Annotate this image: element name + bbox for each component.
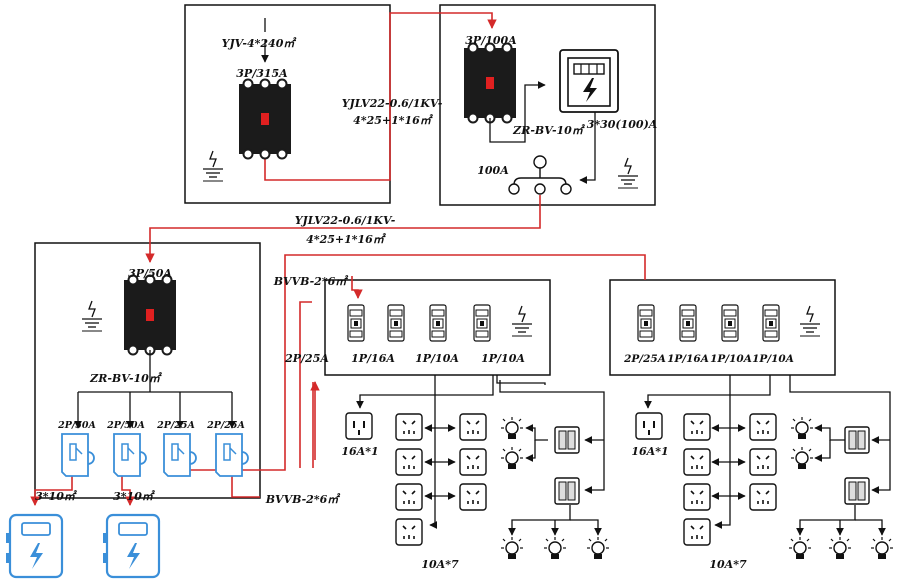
meter-box	[439, 4, 656, 206]
socket-16a-icon	[635, 412, 663, 440]
main-breaker-icon	[238, 78, 292, 160]
meter-feed	[489, 81, 546, 143]
box2-breaker-label: 2P/25A	[623, 353, 666, 365]
lamp-icon	[788, 536, 812, 560]
rcd-drops	[74, 392, 236, 429]
socket-icon	[683, 518, 711, 546]
lamp-icon	[790, 416, 814, 440]
feeder2-cable-line2: 4*25+1*16㎡	[306, 233, 387, 246]
box2-breaker-label: 1P/10A	[752, 353, 794, 365]
box1-breaker-label: 1P/16A	[351, 352, 395, 365]
box1-breaker-label: 1P/10A	[481, 352, 525, 365]
rcd-icon	[61, 433, 95, 477]
socket-icon	[683, 483, 711, 511]
lamp-icon	[500, 536, 524, 560]
rcd-label: 2P/50A	[106, 420, 145, 431]
cable-runs	[30, 12, 646, 506]
breaker-icon	[721, 304, 739, 342]
socket-icon	[749, 483, 777, 511]
breaker-icon	[637, 304, 655, 342]
sub-box-1	[324, 279, 551, 376]
socket-icon	[395, 518, 423, 546]
sub-cable-right: 3*10㎡	[113, 490, 156, 503]
socket-icon	[683, 448, 711, 476]
lamp-icon	[500, 416, 524, 440]
incoming-cable-label: YJV-4*240㎡	[222, 37, 298, 50]
lamp-icon	[586, 536, 610, 560]
box1-breaker-label: 1P/10A	[415, 352, 459, 365]
meter-icon	[559, 49, 619, 113]
socket-icon	[683, 413, 711, 441]
switch-icon	[554, 477, 580, 505]
feeder1-cable-line1: YJLV22-0.6/1KV-	[342, 97, 443, 110]
meter-breaker-label: 3P/100A	[465, 34, 517, 47]
rcd-label: 2P/25A	[206, 420, 245, 431]
ground-wire-label-b: ZR-BV-10㎡	[89, 372, 163, 385]
box1-wiring	[356, 375, 605, 536]
socket-icon	[749, 413, 777, 441]
lamp-icon	[543, 536, 567, 560]
dist-breaker-icon	[123, 274, 177, 356]
socket-icon	[459, 483, 487, 511]
ground-icon	[81, 300, 103, 332]
box2-breaker-label: 1P/16A	[667, 353, 709, 365]
dist-breaker-label: 3P/50A	[128, 267, 172, 280]
distribution-box	[34, 242, 261, 499]
box2-socket16-label: 16A*1	[631, 445, 668, 458]
ground-icon	[202, 150, 224, 182]
rcd-label: 2P/25A	[156, 420, 195, 431]
lamp-icon	[870, 536, 894, 560]
ground-icon	[799, 305, 821, 337]
rcd-icon	[113, 433, 147, 477]
box2-breaker-label: 1P/10A	[710, 353, 752, 365]
box2-wiring	[644, 375, 891, 536]
box2-socket10-label: 10A*7	[709, 558, 747, 571]
lamp-icon	[828, 536, 852, 560]
ground-icon	[617, 157, 639, 189]
panel-icon	[101, 513, 161, 579]
meter-return	[579, 112, 596, 184]
switch-icon	[844, 426, 870, 454]
conduit-label: 3*30(100)A	[587, 118, 658, 131]
rcd-label: 2P/50A	[57, 420, 96, 431]
main-breaker-label: 3P/315A	[236, 67, 288, 80]
sub-cable-left: 3*10㎡	[35, 490, 78, 503]
bvvb-top-label: BVVB-2*6㎡	[273, 275, 349, 288]
breaker-icon	[347, 304, 365, 342]
switch-icon	[554, 426, 580, 454]
meter-breaker-icon	[463, 42, 517, 124]
socket-icon	[459, 413, 487, 441]
box1-feeder-label: 2P/25A	[284, 352, 329, 365]
box1-socket16-label: 16A*1	[341, 445, 378, 458]
lamp-icon	[500, 446, 524, 470]
bvvb-bottom-label: BVVB-2*6㎡	[265, 493, 341, 506]
ground-bar-label: 100A	[477, 164, 509, 177]
feeder2-cable-line1: YJLV22-0.6/1KV-	[295, 214, 396, 227]
feeder1-cable-line2: 4*25+1*16㎡	[353, 114, 434, 127]
breaker-icon	[679, 304, 697, 342]
ground-wire-label-a: ZR-BV-10㎡	[512, 124, 586, 137]
socket-icon	[395, 413, 423, 441]
ground-bar-icon	[508, 155, 572, 195]
switch-icon	[844, 477, 870, 505]
socket-16a-icon	[345, 412, 373, 440]
socket-icon	[395, 483, 423, 511]
socket-icon	[749, 448, 777, 476]
breaker-icon	[387, 304, 405, 342]
socket-icon	[459, 448, 487, 476]
lamp-icon	[790, 446, 814, 470]
breaker-icon	[473, 304, 491, 342]
panel-icon	[4, 513, 64, 579]
ground-icon	[511, 305, 533, 337]
breaker-icon	[429, 304, 447, 342]
breaker-icon	[762, 304, 780, 342]
box1-socket10-label: 10A*7	[421, 558, 459, 571]
socket-icon	[395, 448, 423, 476]
sub-box-2	[609, 279, 836, 376]
